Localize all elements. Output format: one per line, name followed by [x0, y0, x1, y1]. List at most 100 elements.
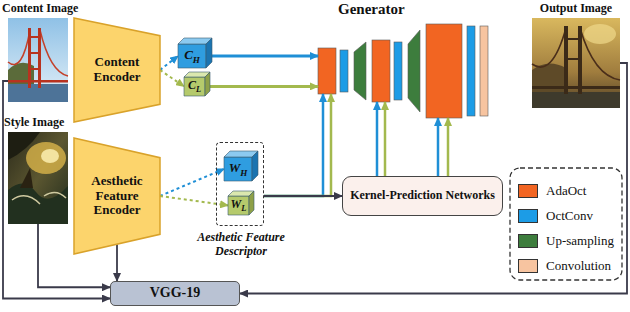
illustration-part	[532, 28, 620, 80]
illustration-part	[532, 18, 620, 108]
output-picture	[532, 18, 620, 108]
legend-row: Up-sampling	[518, 228, 614, 253]
connector-arrow	[240, 63, 627, 294]
content-picture	[8, 18, 68, 102]
illustration-part	[28, 52, 41, 54]
illustration-part	[564, 38, 582, 40]
illustration-part	[28, 36, 41, 38]
encoder-block: Aesthetic Feature Encoder	[74, 138, 160, 254]
illustration-part	[372, 40, 390, 102]
cube-face	[249, 191, 254, 215]
cube-face	[178, 44, 206, 68]
subscript: L	[196, 85, 201, 94]
connector-arrow	[210, 85, 318, 88]
illustration-part	[8, 30, 68, 76]
illustration-part	[8, 80, 68, 83]
encoder-block: Content Encoder	[74, 18, 160, 122]
feature-cube: WL	[228, 191, 254, 215]
illustration-part	[354, 42, 366, 100]
output-image: Output Image	[532, 18, 620, 108]
box-label: VGG-19	[150, 285, 201, 301]
illustration-part	[480, 26, 488, 116]
legend-label: Up-sampling	[546, 233, 614, 249]
feature-label: WL	[231, 198, 247, 214]
connector-arrow	[437, 118, 440, 176]
illustration-part	[41, 149, 59, 163]
illustration-part	[8, 183, 68, 224]
connector-arrow	[160, 169, 224, 196]
illustration-part	[532, 86, 620, 89]
illustration-part	[532, 63, 566, 94]
legend-swatch	[518, 259, 538, 273]
legend-label: OctConv	[546, 208, 593, 224]
style-picture	[8, 132, 68, 224]
encoder-trapezoid	[74, 138, 160, 254]
style-image: Style Image	[8, 132, 68, 224]
box-label: Kernel-Prediction Networks	[350, 189, 495, 203]
illustration-part	[426, 24, 462, 118]
illustration-part	[8, 132, 68, 224]
illustration-part	[12, 192, 66, 204]
connector-arrow	[160, 56, 178, 70]
generator-blocks	[318, 24, 488, 118]
illustration-part	[20, 168, 33, 188]
illustration-part	[318, 48, 336, 94]
connector-arrow	[264, 94, 331, 196]
feature-cube: CL	[184, 72, 210, 96]
vgg-box: VGG-19	[110, 281, 240, 306]
generator-region: Generator	[318, 24, 488, 118]
legend-label: AdaOct	[546, 183, 586, 199]
encoder-label: Content Encoder	[85, 55, 149, 85]
cube-face	[206, 38, 212, 68]
illustration-part	[26, 142, 66, 174]
legend-swatch	[518, 209, 538, 223]
feature-label: WH	[229, 161, 248, 178]
illustration-part	[584, 24, 616, 44]
connector-arrow	[160, 70, 184, 86]
feature-label: CH	[184, 48, 200, 65]
image-caption: Content Image	[2, 2, 92, 16]
illustration-part	[394, 42, 402, 100]
legend-swatch	[518, 184, 538, 198]
cube-face	[205, 72, 210, 96]
legend-row: Convolution	[518, 253, 614, 278]
illustration-part	[532, 92, 620, 108]
feature-cube: CH	[178, 38, 212, 68]
connector-arrow	[212, 55, 318, 58]
legend-label: Convolution	[546, 258, 611, 274]
feature-label: CL	[188, 79, 201, 95]
subscript: H	[193, 54, 200, 64]
cube-face	[228, 196, 249, 215]
image-caption: Output Image	[526, 2, 626, 16]
connector-arrow	[264, 94, 323, 196]
legend: AdaOctOctConvUp-samplingConvolution	[518, 178, 614, 278]
legend-row: OctConv	[518, 203, 614, 228]
connector-arrow	[264, 195, 342, 197]
cube-face	[184, 77, 205, 96]
connector-arrow	[447, 118, 450, 176]
connector-arrow	[376, 102, 379, 176]
encoder-trapezoid	[74, 18, 160, 122]
illustration-part	[8, 18, 68, 102]
legend-row: AdaOct	[518, 178, 614, 203]
descriptor-label: Aesthetic Feature Descriptor	[181, 231, 301, 259]
legend-swatch	[518, 234, 538, 248]
legend-frame	[510, 168, 622, 280]
illustration-part	[467, 26, 475, 116]
illustration-part	[340, 50, 348, 92]
illustration-part	[28, 68, 41, 70]
generator-title: Generator	[338, 1, 448, 18]
encoder-label: Aesthetic Feature Encoder	[85, 174, 149, 219]
subscript: H	[240, 167, 247, 177]
connector-arrow	[160, 196, 228, 205]
connector-arrow	[116, 244, 118, 281]
connector-arrow	[384, 102, 387, 176]
feature-cube: WH	[224, 151, 258, 181]
kernel-prediction-box: Kernel-Prediction Networks	[342, 176, 503, 216]
subscript: L	[241, 204, 246, 213]
illustration-part	[408, 30, 420, 112]
illustration-part	[564, 58, 582, 60]
cube-face	[224, 157, 252, 181]
content-image: Content Image	[8, 18, 68, 102]
cube-face	[252, 151, 258, 181]
